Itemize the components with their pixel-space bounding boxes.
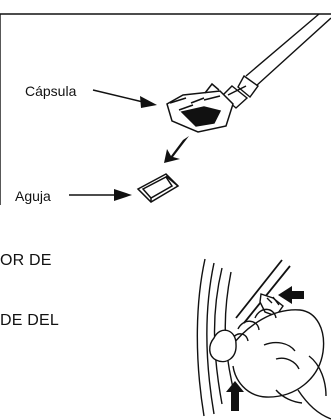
needle-pointer-arrow	[69, 189, 132, 201]
body-text-line-1: OR DE	[0, 252, 52, 269]
left-arrow-icon	[278, 286, 304, 304]
hand-and-cable-icon	[196, 258, 331, 420]
capsule-label: Cápsula	[25, 83, 77, 99]
up-arrow-icon	[226, 381, 244, 411]
capsule-pointer-arrow	[92, 89, 157, 108]
needle-label: Aguja	[15, 188, 51, 204]
body-text-line-2: DE DEL	[0, 312, 59, 329]
down-arrow-icon	[164, 136, 189, 163]
probe-cable	[220, 13, 331, 109]
top-frame	[0, 13, 331, 205]
needle-icon	[136, 173, 180, 203]
capsule-icon	[166, 82, 247, 133]
